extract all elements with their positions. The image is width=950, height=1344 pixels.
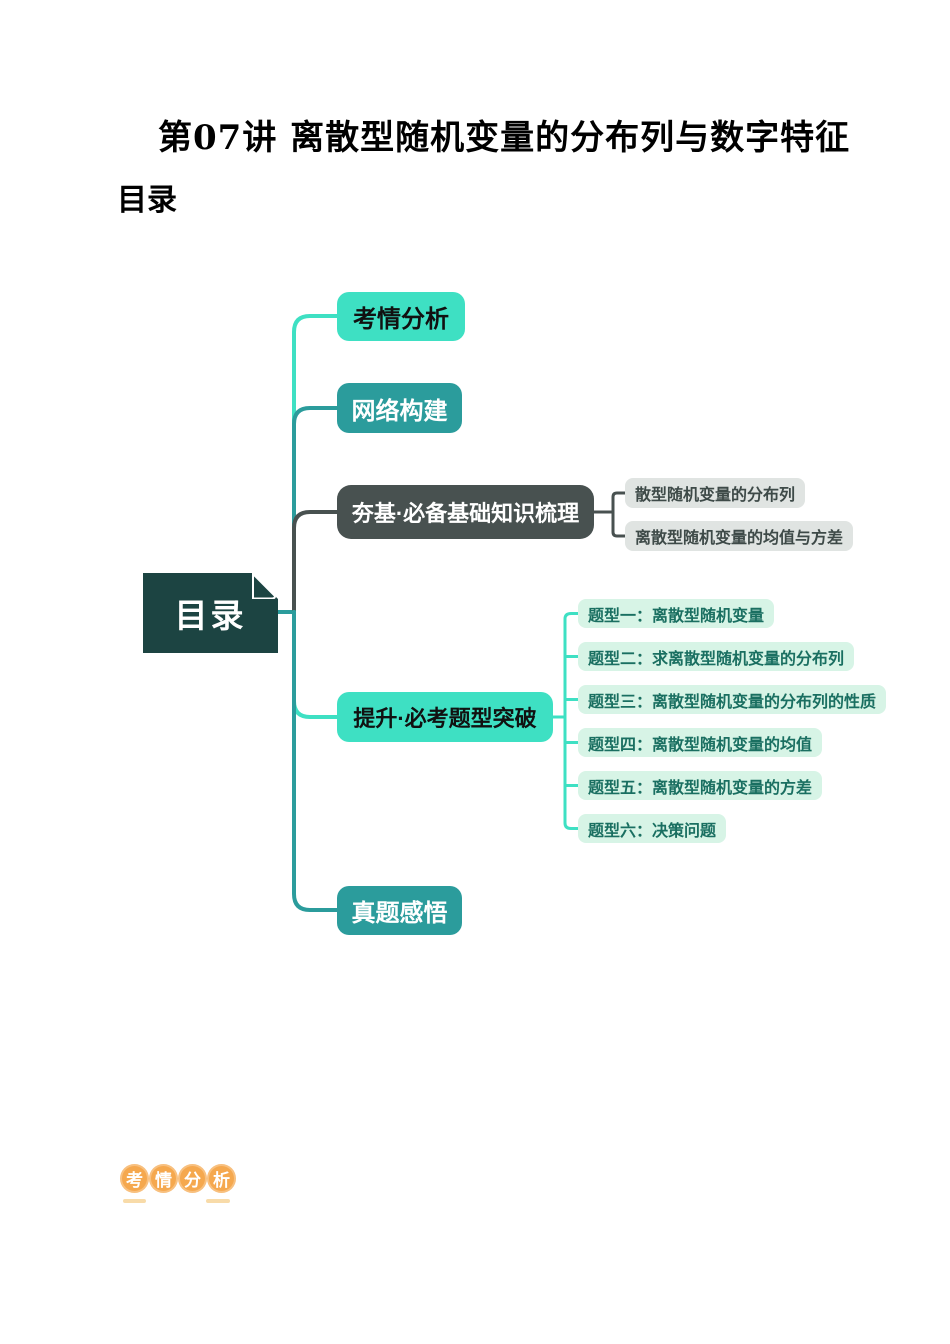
mindmap-root-label: 目录 xyxy=(174,597,247,634)
branch-zhenti-ganwu: 真题感悟 xyxy=(337,886,462,935)
connector-branch-tisheng xyxy=(292,610,339,719)
toc-heading: 目录 xyxy=(117,183,177,218)
branch-label: 网络构建 xyxy=(351,397,448,425)
sub-item-junzhi-fangcha: 离散型随机变量的均值与方差 xyxy=(625,521,854,551)
sub-item-fenbulie: 散型随机变量的分布列 xyxy=(625,478,806,508)
stamp-char: 情 xyxy=(155,1171,172,1190)
branch-wangluo-goujian: 网络构建 xyxy=(337,383,462,433)
branch-label: 夯基·必备基础知识梳理 xyxy=(351,501,580,526)
stamp-underline xyxy=(123,1199,146,1203)
stamp-circle: 分 xyxy=(178,1164,207,1193)
stamp-circle: 析 xyxy=(207,1164,236,1193)
sub-item-label: 题型四：离散型随机变量的均值 xyxy=(588,736,813,754)
mindmap-root-node: 目录 xyxy=(143,573,278,653)
sub-item-label: 题型二：求离散型随机变量的分布列 xyxy=(588,650,845,668)
sub-item-tixing-4: 题型四：离散型随机变量的均值 xyxy=(578,728,823,757)
sub-item-label: 题型五：离散型随机变量的方差 xyxy=(588,779,813,797)
connector-branch-hengji xyxy=(292,510,339,614)
sub-item-tixing-2: 题型二：求离散型随机变量的分布列 xyxy=(578,642,855,671)
stamp-circle: 考 xyxy=(120,1164,149,1193)
sub-item-label: 题型一：离散型随机变量 xyxy=(588,607,765,625)
sub-item-label: 散型随机变量的分布列 xyxy=(635,487,796,504)
sub-item-tixing-6: 题型六：决策问题 xyxy=(578,814,727,843)
stamp-underline xyxy=(206,1199,230,1203)
connector-bracket-hengji xyxy=(590,491,627,538)
sub-item-tixing-1: 题型一：离散型随机变量 xyxy=(578,599,775,628)
sub-item-tixing-3: 题型三：离散型随机变量的分布列的性质 xyxy=(578,685,887,714)
connector-branch-zhenti xyxy=(292,610,339,912)
branch-label: 考情分析 xyxy=(353,306,449,333)
connector-branch-wangluo xyxy=(292,406,339,614)
section-stamp-kaoqing-fenxi: 考 情 分 析 xyxy=(120,1164,236,1193)
stamp-char: 考 xyxy=(126,1171,143,1190)
sub-item-label: 题型六：决策问题 xyxy=(588,822,717,840)
stamp-char: 分 xyxy=(184,1171,201,1190)
branch-label: 真题感悟 xyxy=(351,900,448,927)
branch-hengji-jichu: 夯基·必备基础知识梳理 xyxy=(337,485,594,539)
branch-kaoqing-fenxi: 考情分析 xyxy=(337,292,465,341)
connector-bracket-tisheng xyxy=(550,612,580,830)
branch-tisheng-tixing: 提升·必考题型突破 xyxy=(337,692,553,742)
sub-item-label: 离散型随机变量的均值与方差 xyxy=(635,530,844,547)
sub-item-tixing-5: 题型五：离散型随机变量的方差 xyxy=(578,771,823,800)
sub-item-label: 题型三：离散型随机变量的分布列的性质 xyxy=(588,693,877,711)
connector-branch-kaoqing xyxy=(292,314,339,614)
stamp-char: 析 xyxy=(213,1171,230,1190)
page-title: 第07讲 离散型随机变量的分布列与数字特征 xyxy=(158,118,851,158)
branch-label: 提升·必考题型突破 xyxy=(353,706,537,731)
stamp-circle: 情 xyxy=(149,1164,178,1193)
